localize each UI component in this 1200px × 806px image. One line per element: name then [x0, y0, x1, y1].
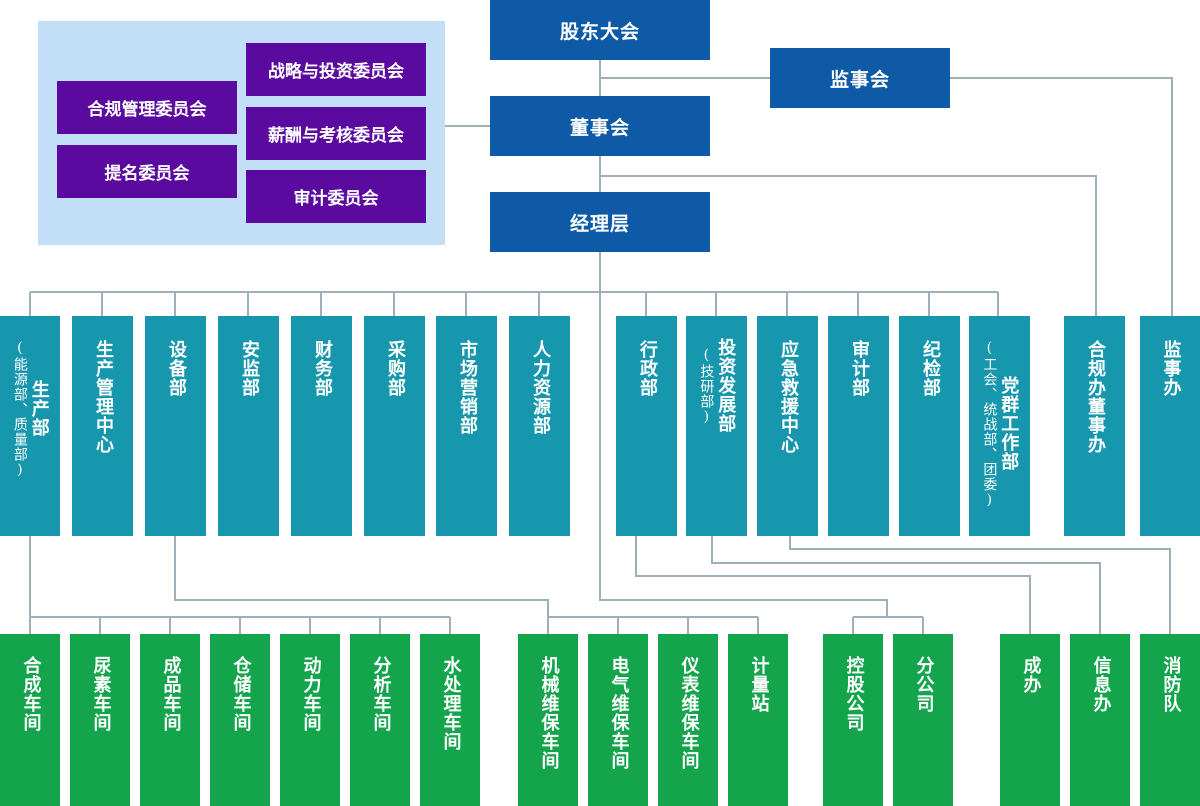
investment-dept-box[interactable]: 投资发展部(技研部)	[686, 316, 747, 536]
storage-workshop-label: 仓储车间	[230, 656, 252, 732]
discipline-dept-label: 纪检部	[919, 340, 941, 397]
safety-dept-box[interactable]: 安监部	[218, 316, 279, 536]
audit-dept-label: 审计部	[848, 340, 870, 397]
urea-workshop-label: 尿素车间	[90, 656, 112, 732]
urea-workshop-box[interactable]: 尿素车间	[70, 634, 130, 806]
supervision-office-label: 监事办	[1160, 340, 1182, 397]
supervisory-to-office-line	[950, 77, 1173, 316]
fire-brigade-box[interactable]: 消防队	[1140, 634, 1200, 806]
marketing-dept-label: 市场营销部	[456, 340, 478, 435]
investment-to-info-line	[711, 536, 1101, 634]
prod-mgmt-center-label: 生产管理中心	[92, 340, 114, 454]
compliance-office-label: 合规办董事办	[1084, 340, 1106, 454]
admin-dept-box[interactable]: 行政部	[616, 316, 677, 536]
admin-to-cheng-line	[635, 536, 1031, 634]
elec-maintenance-label: 电气维保车间	[608, 656, 630, 770]
equipment-dept-box[interactable]: 设备部	[145, 316, 206, 536]
production-dept-label: 生产部	[28, 380, 50, 437]
analysis-workshop-box[interactable]: 分析车间	[350, 634, 410, 806]
hr-dept-label: 人力资源部	[529, 340, 551, 435]
nomination-committee-label: 提名委员会	[104, 164, 190, 184]
holding-company-label: 控股公司	[843, 656, 865, 732]
cheng-office-box[interactable]: 成办	[1000, 634, 1060, 806]
compensation-committee-box[interactable]: 薪酬与考核委员会	[246, 107, 426, 160]
instr-maintenance-label: 仪表维保车间	[678, 656, 700, 770]
synthesis-workshop-label: 合成车间	[20, 656, 42, 732]
mech-maintenance-box[interactable]: 机械维保车间	[518, 634, 578, 806]
board-to-compliance-office-line	[600, 175, 1097, 316]
party-dept-note: (工会、统战部、团委)	[981, 340, 998, 509]
water-workshop-box[interactable]: 水处理车间	[420, 634, 480, 806]
emergency-center-label: 应急救援中心	[777, 340, 799, 454]
finance-dept-label: 财务部	[311, 340, 333, 397]
production-dept-note: (能源部、质量部)	[11, 340, 28, 479]
mech-maintenance-label: 机械维保车间	[538, 656, 560, 770]
emergency-to-fire-line	[789, 536, 1171, 634]
board-label: 董事会	[569, 116, 630, 139]
audit-dept-box[interactable]: 审计部	[828, 316, 889, 536]
emergency-center-box[interactable]: 应急救援中心	[757, 316, 818, 536]
shareholders-box[interactable]: 股东大会	[490, 0, 710, 60]
supervision-office-box[interactable]: 监事办	[1140, 316, 1200, 536]
management-box[interactable]: 经理层	[490, 192, 710, 252]
compliance-committee-box[interactable]: 合规管理委员会	[57, 81, 237, 134]
instr-maintenance-box[interactable]: 仪表维保车间	[658, 634, 718, 806]
info-office-label: 信息办	[1090, 656, 1112, 713]
spine-to-subsidiaries-line	[599, 292, 924, 634]
analysis-workshop-label: 分析车间	[370, 656, 392, 732]
cheng-office-label: 成办	[1020, 656, 1042, 694]
marketing-dept-box[interactable]: 市场营销部	[436, 316, 497, 536]
storage-workshop-box[interactable]: 仓储车间	[210, 634, 270, 806]
shareholders-label: 股东大会	[559, 20, 640, 43]
synthesis-workshop-box[interactable]: 合成车间	[0, 634, 60, 806]
party-dept-label: 党群工作部	[998, 376, 1020, 471]
discipline-dept-box[interactable]: 纪检部	[899, 316, 960, 536]
branch-company-label: 分公司	[913, 656, 935, 713]
strategy-committee-label: 战略与投资委员会	[268, 62, 404, 82]
audit-committee-box[interactable]: 审计委员会	[246, 170, 426, 223]
purchasing-dept-label: 采购部	[384, 340, 406, 397]
compliance-office-box[interactable]: 合规办董事办	[1064, 316, 1125, 536]
equipment-dept-label: 设备部	[165, 340, 187, 397]
department-drop-lines	[29, 292, 999, 316]
equipment-to-maintenance-line	[174, 536, 759, 634]
product-workshop-box[interactable]: 成品车间	[140, 634, 200, 806]
supervisory-board-box[interactable]: 监事会	[770, 48, 950, 108]
product-workshop-label: 成品车间	[160, 656, 182, 732]
holding-company-box[interactable]: 控股公司	[823, 634, 883, 806]
strategy-committee-box[interactable]: 战略与投资委员会	[246, 43, 426, 96]
admin-dept-label: 行政部	[636, 340, 658, 397]
purchasing-dept-box[interactable]: 采购部	[364, 316, 425, 536]
investment-dept-label: 投资发展部	[715, 338, 737, 433]
prod-mgmt-center-box[interactable]: 生产管理中心	[72, 316, 133, 536]
metering-station-label: 计量站	[748, 656, 770, 713]
info-office-box[interactable]: 信息办	[1070, 634, 1130, 806]
production-to-workshops-line	[29, 536, 451, 634]
compliance-committee-label: 合规管理委员会	[87, 100, 207, 120]
branch-company-box[interactable]: 分公司	[893, 634, 953, 806]
power-workshop-box[interactable]: 动力车间	[280, 634, 340, 806]
fire-brigade-label: 消防队	[1160, 656, 1182, 713]
management-label: 经理层	[569, 212, 630, 235]
metering-station-box[interactable]: 计量站	[728, 634, 788, 806]
audit-committee-label: 审计委员会	[293, 189, 379, 209]
party-dept-box[interactable]: 党群工作部(工会、统战部、团委)	[969, 316, 1030, 536]
hr-dept-box[interactable]: 人力资源部	[509, 316, 570, 536]
production-dept-box[interactable]: 生产部(能源部、质量部)	[0, 316, 60, 536]
elec-maintenance-box[interactable]: 电气维保车间	[588, 634, 648, 806]
safety-dept-label: 安监部	[238, 340, 260, 397]
board-box[interactable]: 董事会	[490, 96, 710, 156]
nomination-committee-box[interactable]: 提名委员会	[57, 145, 237, 198]
supervisory-board-label: 监事会	[829, 68, 890, 91]
compensation-committee-label: 薪酬与考核委员会	[268, 126, 404, 146]
investment-dept-note: (技研部)	[698, 347, 715, 426]
water-workshop-label: 水处理车间	[440, 656, 462, 751]
power-workshop-label: 动力车间	[300, 656, 322, 732]
finance-dept-box[interactable]: 财务部	[291, 316, 352, 536]
